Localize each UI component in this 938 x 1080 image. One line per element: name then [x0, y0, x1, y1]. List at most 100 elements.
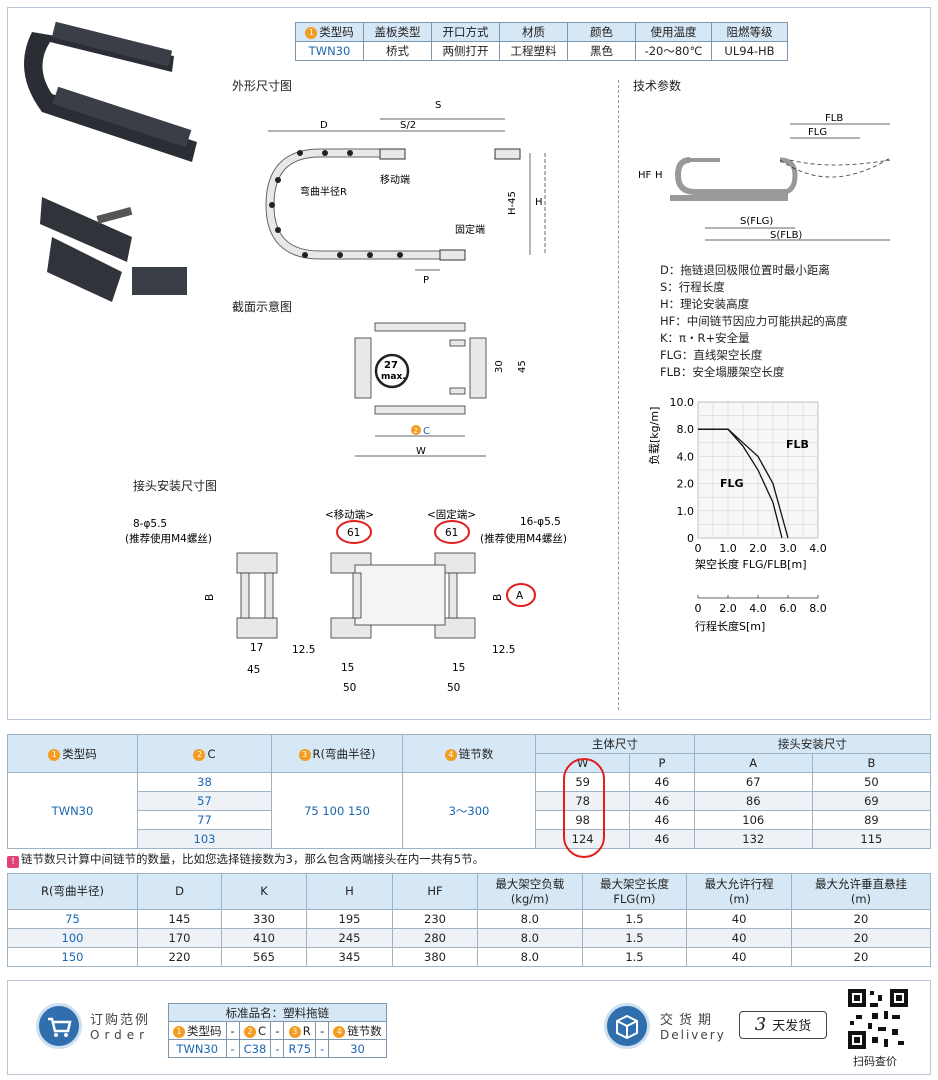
main-r-cell[interactable]: 75 100 150 [271, 772, 403, 849]
dim-A: A [516, 590, 524, 602]
chart-xtick: 4.0 [809, 542, 827, 555]
chart-x2tick: 2.0 [719, 602, 737, 615]
chart-series-line-flg [698, 428, 783, 539]
spec-type-value[interactable]: TWN30 [295, 41, 364, 61]
dim-S: S [435, 100, 441, 111]
r-cell: 8.0 [477, 928, 583, 948]
main-b-cell: 89 [811, 810, 932, 830]
spec-header-flame: 阻燃等级 [711, 22, 788, 42]
main-p-cell: 46 [629, 829, 695, 849]
r-cell: 280 [392, 928, 478, 948]
delivery-days-num: 3 [754, 1014, 767, 1035]
r-cell: 230 [392, 909, 478, 929]
spec-header-color: 颜色 [567, 22, 636, 42]
r-cell: 245 [306, 928, 393, 948]
main-p-cell: 46 [629, 791, 695, 811]
order-std-name: 标准品名：塑料拖链 [168, 1003, 387, 1022]
main-type-cell[interactable]: TWN30 [7, 772, 138, 849]
dim-12-5-a: 12.5 [292, 644, 315, 656]
order-val-r[interactable]: R75 [283, 1039, 317, 1058]
product-photo [24, 21, 197, 302]
qr-code-icon[interactable] [848, 989, 908, 1049]
label-moving-end: 移动端 [380, 173, 410, 186]
note-icon: ! [7, 856, 19, 868]
chart-ytick: 1.0 [677, 505, 695, 518]
label-fixed-joint: <固定端> [427, 508, 476, 521]
r-cell: 20 [790, 909, 932, 929]
spec-temp-value: -20～80℃ [635, 41, 712, 61]
delivery-box-icon [604, 1003, 650, 1049]
main-p-cell: 46 [629, 772, 695, 792]
r-cell: 410 [221, 928, 307, 948]
order-val-type[interactable]: TWN30 [168, 1039, 227, 1058]
order-sep: - [315, 1021, 330, 1040]
main-c-cell[interactable]: 103 [137, 829, 272, 849]
r-cell: 220 [137, 947, 222, 967]
r-cell-r[interactable]: 150 [7, 947, 138, 967]
r-h-r: R(弯曲半径) [7, 873, 138, 910]
highlight-61-b [434, 520, 470, 544]
label-max-27: 27 [384, 360, 398, 371]
chart-x2tick: 6.0 [779, 602, 797, 615]
r-cell: 1.5 [581, 947, 688, 967]
main-p-cell: 46 [629, 810, 695, 830]
r-cell: 345 [306, 947, 393, 967]
chain-photo-bottom [40, 197, 187, 302]
main-h-b: B [811, 753, 932, 773]
r-h-d: D [137, 873, 222, 910]
param-H: H：理论安装高度 [660, 297, 750, 311]
chart-ytick: 2.0 [677, 478, 695, 491]
note-text: 链节数只计算中间链节的数量，比如您选择链接数为3，那么包含两端接头在内一共有5节… [21, 852, 485, 866]
dim-45-joint: 45 [247, 664, 260, 676]
spec-flame-value: UL94-HB [711, 41, 788, 61]
dim-17: 17 [250, 642, 263, 654]
order-val-n[interactable]: 30 [328, 1039, 387, 1058]
main-c-cell[interactable]: 38 [137, 772, 272, 792]
spec-header-material: 材质 [499, 22, 568, 42]
chart-series [698, 428, 789, 539]
section-outline-title: 外形尺寸图 [232, 79, 293, 93]
main-h-main: 主体尺寸 [535, 734, 695, 754]
dim-SFLG: S(FLG) [740, 216, 773, 227]
chart-ytick: 0 [687, 532, 694, 545]
chart-xtick: 2.0 [749, 542, 767, 555]
dim-H45: H-45 [507, 191, 518, 215]
chart-xlabel: 架空长度 FLG/FLB[m] [695, 557, 806, 571]
chart-x2tick: 4.0 [749, 602, 767, 615]
r-cell: 170 [137, 928, 222, 948]
dim-15-b: 15 [452, 662, 465, 674]
main-n-cell[interactable]: 3～300 [402, 772, 536, 849]
main-c-cell[interactable]: 57 [137, 791, 272, 811]
chart-ytick: 4.0 [677, 450, 695, 463]
table-row: 77 98 46 106 89 [8, 810, 932, 830]
r-cell: 20 [790, 928, 932, 948]
order-title-cn: 订购范例 [90, 1013, 151, 1028]
order-sep: - [225, 1021, 240, 1040]
r-cell: 40 [686, 947, 792, 967]
divider [618, 80, 619, 710]
label-max: max. [381, 372, 406, 382]
r-cell-r[interactable]: 100 [7, 928, 138, 948]
delivery-title-cn: 交货期 [660, 1013, 718, 1028]
chart-xtick: 1.0 [719, 542, 737, 555]
main-a-cell: 86 [693, 791, 813, 811]
outline-drawing: S D S/2 移动端 弯曲半径R H-45 H 固定端 P [265, 100, 546, 286]
r-cell: 145 [137, 909, 222, 929]
highlight-61-a [336, 520, 372, 544]
param-HF: HF：中间链节因应力可能拱起的高度 [660, 314, 848, 328]
param-FLG: FLG：直线架空长度 [660, 348, 763, 362]
r-cell-r[interactable]: 75 [7, 909, 138, 929]
dim-12-5-b: 12.5 [492, 644, 515, 656]
order-val-c[interactable]: C38 [238, 1039, 272, 1058]
spec-open-value: 两侧打开 [431, 41, 500, 61]
chart-x2tick: 8.0 [809, 602, 827, 615]
main-c-cell[interactable]: 77 [137, 810, 272, 830]
